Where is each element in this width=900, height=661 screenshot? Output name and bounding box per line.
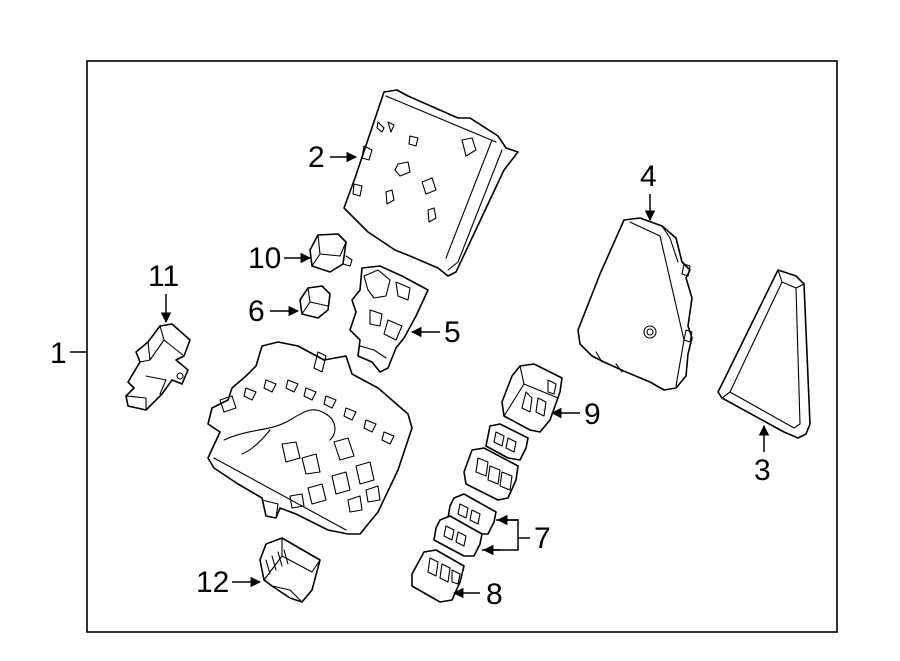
callout-4: 4 <box>640 160 657 222</box>
svg-text:3: 3 <box>754 454 771 487</box>
svg-text:10: 10 <box>248 242 281 275</box>
svg-text:11: 11 <box>148 260 179 293</box>
svg-text:4: 4 <box>640 160 657 193</box>
diagram-frame <box>86 60 838 633</box>
part-11-connector <box>125 323 191 411</box>
part-12-connector <box>259 537 321 603</box>
callout-11: 11 <box>148 260 179 324</box>
part-fuse-block-medium <box>463 447 519 501</box>
svg-text:12: 12 <box>196 566 229 599</box>
part-10-relay <box>309 233 353 273</box>
part-5-bracket <box>349 265 429 373</box>
callout-6: 6 <box>248 295 300 328</box>
svg-text:5: 5 <box>444 316 461 349</box>
svg-text:6: 6 <box>248 295 265 328</box>
callout-8: 8 <box>452 578 503 611</box>
callout-3: 3 <box>754 424 771 487</box>
callout-9: 9 <box>550 398 601 431</box>
callout-7: 7 <box>482 514 551 556</box>
part-6-small-relay <box>299 285 331 319</box>
part-fuse-block-small <box>485 423 529 461</box>
part-7-fuse-lower <box>433 515 483 557</box>
callout-10: 10 <box>248 242 312 275</box>
part-2-fuse-box-cover <box>343 89 519 277</box>
callout-5: 5 <box>410 316 461 349</box>
callout-12: 12 <box>196 566 262 599</box>
part-3-seal <box>717 269 811 439</box>
part-8-fuse-block <box>411 549 465 603</box>
svg-text:7: 7 <box>534 522 551 555</box>
svg-text:9: 9 <box>584 398 601 431</box>
callout-1: 1 <box>50 337 87 370</box>
svg-text:8: 8 <box>486 578 503 611</box>
svg-text:2: 2 <box>308 141 325 174</box>
part-1-junction-box <box>207 341 413 535</box>
svg-text:1: 1 <box>50 337 67 370</box>
part-9-relay <box>501 363 563 433</box>
part-4-housing <box>577 217 693 391</box>
callout-2: 2 <box>308 141 358 174</box>
